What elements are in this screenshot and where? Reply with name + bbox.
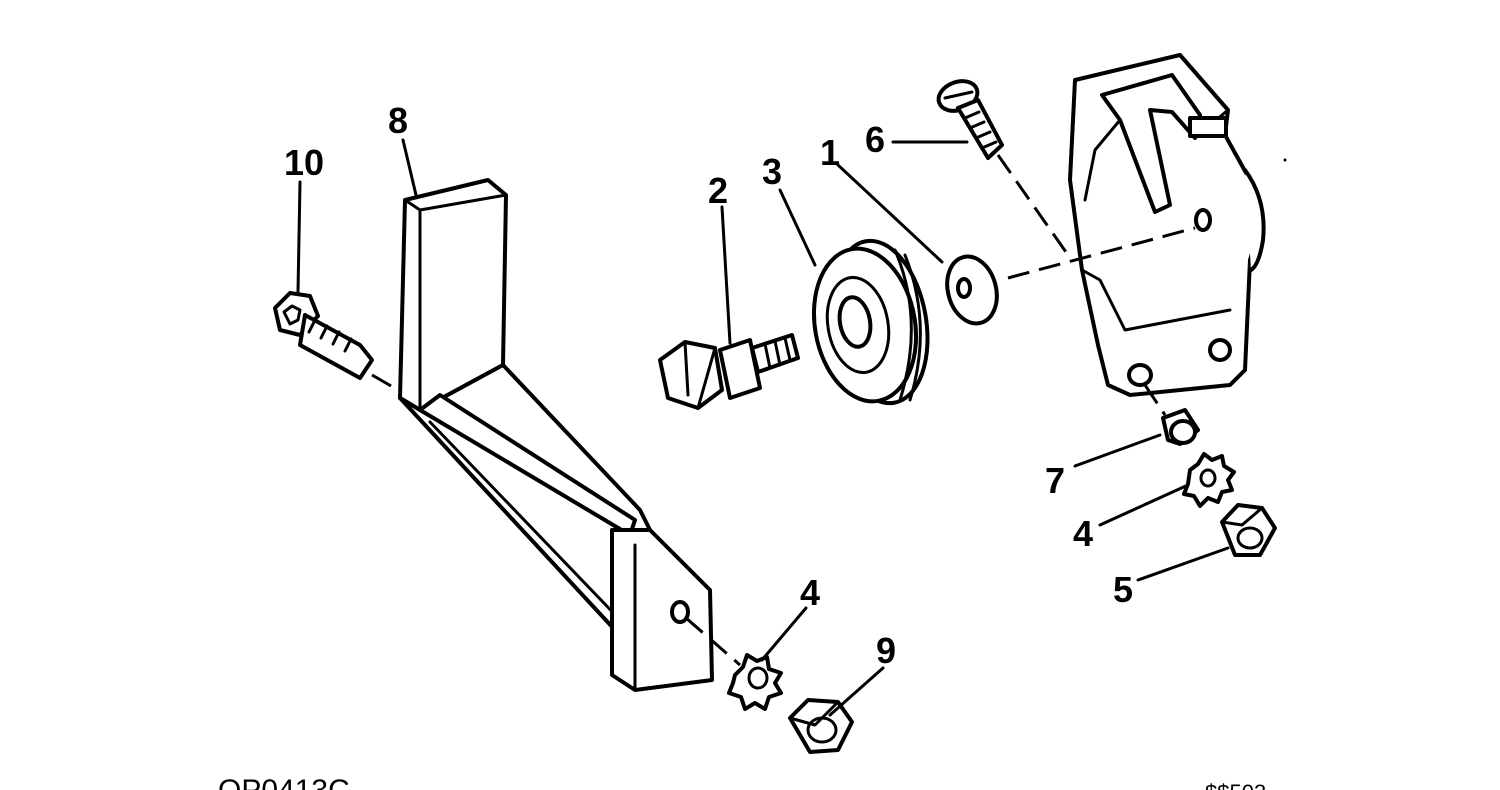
callout-9: 9 — [876, 630, 896, 671]
bushing-part — [1161, 408, 1200, 446]
callout-7: 7 — [1045, 460, 1065, 501]
callout-3: 3 — [762, 151, 782, 192]
callout-5: 5 — [1113, 569, 1133, 610]
pulley-part — [811, 238, 930, 406]
hex-nut-left-part — [788, 698, 854, 754]
callout-10: 10 — [284, 142, 324, 183]
callout-4-left: 4 — [800, 572, 820, 613]
bracket-arm-part — [398, 178, 714, 692]
callout-6: 6 — [865, 119, 885, 160]
hex-nut-part — [1220, 503, 1277, 557]
callout-8: 8 — [388, 100, 408, 141]
lock-washer-right-part — [1182, 452, 1236, 508]
mounting-bracket-part — [1068, 53, 1266, 397]
bolt-part — [273, 291, 374, 380]
callout-labels: 1 2 3 4 4 5 6 7 8 9 10 — [284, 100, 1133, 671]
callout-4-right: 4 — [1073, 513, 1093, 554]
washer-part — [945, 254, 999, 326]
shoulder-bolt-part — [658, 333, 800, 410]
lock-washer-left-part — [727, 653, 783, 711]
stray-dot — [1283, 158, 1287, 162]
corner-code: $$503 — [1205, 780, 1266, 790]
assembly-lines — [371, 154, 1196, 667]
screw-part — [936, 79, 1004, 160]
callout-2: 2 — [708, 170, 728, 211]
figure-code: OP0413C — [218, 774, 350, 790]
leader-lines — [296, 138, 1230, 717]
callout-1: 1 — [820, 132, 840, 173]
